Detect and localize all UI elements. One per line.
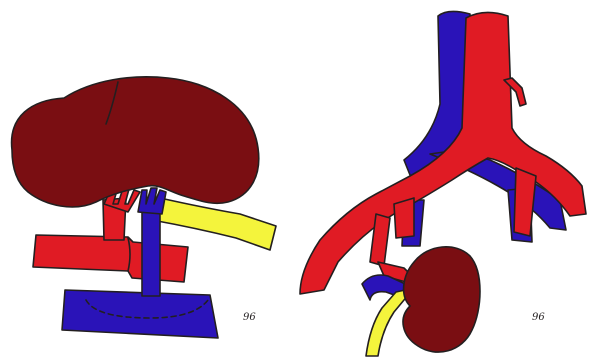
signature-left: 96: [243, 312, 256, 323]
left-vein-branches: [138, 188, 166, 214]
left-vein-trunk: [142, 210, 160, 296]
left-panel-bench-kidney: 96: [12, 77, 276, 338]
signature-right: 96: [532, 312, 545, 323]
right-internal-iliac-artery: [514, 168, 536, 236]
left-kidney: [12, 77, 259, 207]
transplant-kidney: [403, 247, 480, 352]
left-ureter: [152, 198, 276, 250]
left-renal-artery-segment: [33, 235, 188, 282]
left-renal-vein-segment: [62, 290, 218, 338]
right-panel-iliac-transplant: 96: [300, 11, 586, 356]
left-internal-iliac-artery: [394, 198, 414, 238]
